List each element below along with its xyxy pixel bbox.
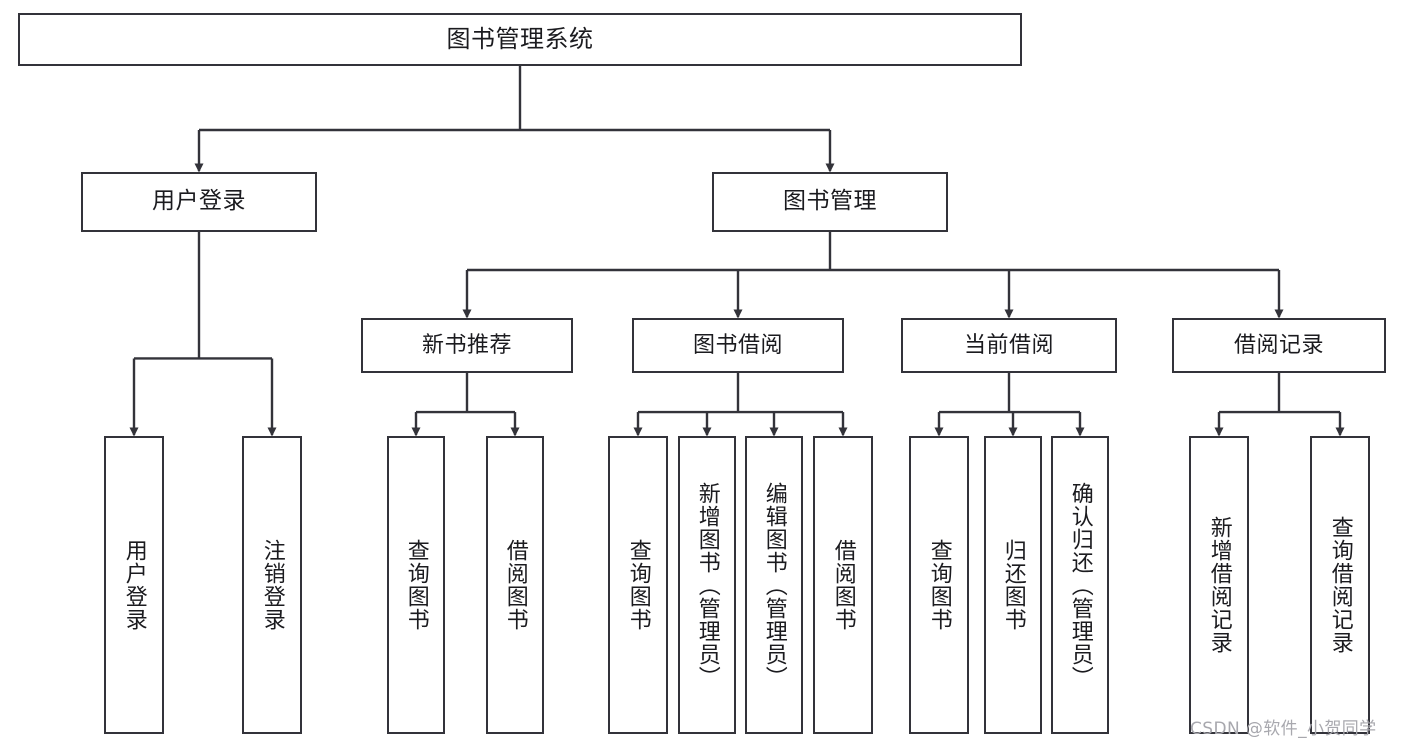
node-leaf-leaf-query-book-new[interactable]: 查询图书	[387, 436, 445, 734]
node-leaf-leaf-edit-book-admin[interactable]: 编辑图书（管理员）	[745, 436, 803, 734]
node-book-manage[interactable]: 图书管理	[712, 172, 948, 232]
node-leaf-label: 编辑图书（管理员）	[761, 481, 787, 689]
node-leaf-leaf-query-book-current[interactable]: 查询图书	[909, 436, 969, 734]
node-leaf-label: 用户登录	[121, 539, 147, 631]
node-root-label: 图书管理系统	[446, 25, 594, 54]
node-label: 图书借阅	[692, 332, 783, 358]
node-leaf-label: 查询图书	[926, 539, 952, 631]
node-leaf-label: 借阅图书	[830, 539, 856, 631]
node-leaf-leaf-borrow-book-borrow[interactable]: 借阅图书	[813, 436, 873, 734]
node-leaf-leaf-return-book[interactable]: 归还图书	[984, 436, 1042, 734]
node-leaf-label: 归还图书	[1000, 539, 1026, 631]
node-leaf-label: 查询图书	[625, 539, 651, 631]
node-leaf-leaf-confirm-return-admin[interactable]: 确认归还（管理员）	[1051, 436, 1109, 734]
node-leaf-label: 查询借阅记录	[1327, 516, 1353, 654]
node-user-login[interactable]: 用户登录	[81, 172, 317, 232]
node-label: 新书推荐	[421, 332, 512, 358]
node-leaf-leaf-add-borrow-record[interactable]: 新增借阅记录	[1189, 436, 1249, 734]
node-leaf-label: 新增图书（管理员）	[694, 481, 720, 689]
node-leaf-leaf-user-login[interactable]: 用户登录	[104, 436, 164, 734]
node-leaf-leaf-user-logout[interactable]: 注销登录	[242, 436, 302, 734]
node-label: 借阅记录	[1233, 332, 1324, 358]
node-current-borrow[interactable]: 当前借阅	[901, 318, 1117, 373]
node-leaf-leaf-query-borrow-record[interactable]: 查询借阅记录	[1310, 436, 1370, 734]
node-new-book-recommend[interactable]: 新书推荐	[361, 318, 573, 373]
node-leaf-label: 确认归还（管理员）	[1067, 481, 1093, 689]
node-leaf-label: 查询图书	[403, 539, 429, 631]
node-label: 图书管理	[783, 188, 877, 215]
node-leaf-label: 借阅图书	[502, 539, 528, 631]
node-leaf-label: 新增借阅记录	[1206, 516, 1232, 654]
node-label: 用户登录	[152, 188, 246, 215]
node-label: 当前借阅	[963, 332, 1054, 358]
node-root[interactable]: 图书管理系统	[18, 13, 1022, 66]
node-book-borrow[interactable]: 图书借阅	[632, 318, 844, 373]
node-leaf-leaf-borrow-book-new[interactable]: 借阅图书	[486, 436, 544, 734]
node-leaf-leaf-query-book-borrow[interactable]: 查询图书	[608, 436, 668, 734]
csdn-watermark: CSDN @软件_小贺同学	[1190, 719, 1377, 739]
node-leaf-label: 注销登录	[259, 539, 285, 631]
node-borrow-record[interactable]: 借阅记录	[1172, 318, 1386, 373]
node-leaf-leaf-add-book-admin[interactable]: 新增图书（管理员）	[678, 436, 736, 734]
